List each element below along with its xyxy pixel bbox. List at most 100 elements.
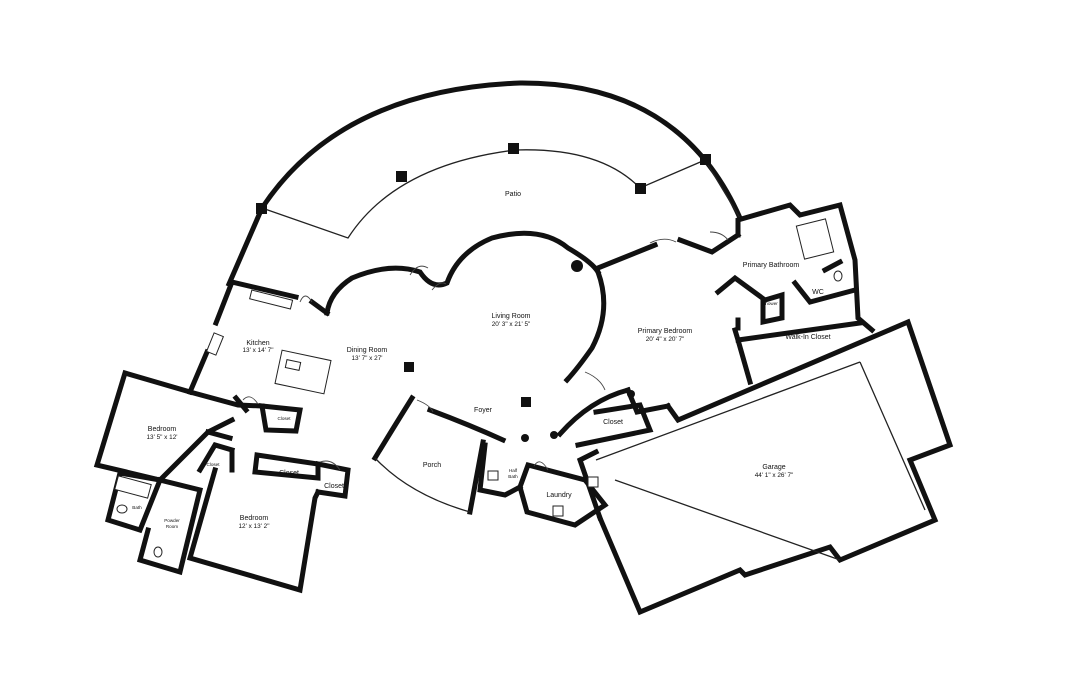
wc-label: WC bbox=[812, 289, 824, 296]
closet-center-walls bbox=[575, 402, 654, 448]
closet-small-label: Closet bbox=[206, 462, 220, 467]
bath-walls bbox=[104, 470, 164, 534]
primary-bedroom-dims: 20' 4" x 20' 7" bbox=[646, 336, 685, 343]
wc-toilet bbox=[833, 270, 843, 282]
powder-room-walls bbox=[136, 476, 204, 576]
garage bbox=[576, 318, 954, 616]
patio-post bbox=[256, 203, 267, 214]
primary-bedroom-north-wall bbox=[594, 231, 742, 272]
patio-post bbox=[508, 143, 519, 154]
patio-label: Patio bbox=[505, 191, 521, 198]
foyer-curve bbox=[556, 386, 632, 438]
patio-post bbox=[700, 154, 711, 165]
foyer-post bbox=[521, 397, 531, 407]
kitchen-range bbox=[205, 332, 225, 356]
kitchen-sink bbox=[284, 359, 302, 371]
walk-in-closet-wall bbox=[731, 320, 863, 386]
primary-suite bbox=[594, 201, 876, 415]
interior-walls bbox=[186, 230, 635, 515]
dining-room-dims: 13' 7" x 27' bbox=[351, 355, 382, 362]
half-bath-sink bbox=[487, 470, 499, 481]
bath-tub bbox=[114, 475, 152, 499]
door-swing bbox=[409, 265, 429, 276]
door-swing bbox=[416, 399, 434, 413]
door-swing bbox=[709, 231, 729, 241]
foyer-column bbox=[521, 434, 529, 442]
closet-kitchen-label: Closet bbox=[277, 416, 291, 421]
bedroom1-dims: 13' 5" x 12' bbox=[146, 434, 177, 441]
bedroom2-walls bbox=[186, 449, 322, 594]
shower-label: Shower bbox=[762, 301, 778, 306]
living-room-label: Living Room bbox=[492, 313, 531, 320]
kitchen-label: Kitchen bbox=[246, 340, 269, 347]
living-east-wall bbox=[563, 268, 607, 384]
porch-outer-arc bbox=[374, 457, 471, 513]
wc-walls bbox=[791, 258, 859, 305]
closet-corner-walls bbox=[315, 461, 351, 499]
powder-room-label-2: Room bbox=[166, 524, 178, 529]
primary-bath-inner bbox=[714, 274, 785, 331]
kitchen-dims: 13' x 14' 7" bbox=[242, 347, 273, 354]
dining-room-label: Dining Room bbox=[347, 347, 388, 354]
west-wing bbox=[93, 369, 351, 594]
living-north-wall bbox=[324, 230, 602, 316]
garage-west-wall bbox=[576, 448, 604, 522]
laundry-walls bbox=[517, 462, 609, 528]
closet-kitchen-walls bbox=[232, 394, 303, 434]
bath-label: Bath bbox=[132, 505, 142, 510]
garage-inner-line bbox=[595, 361, 926, 561]
foyer-post bbox=[404, 362, 414, 372]
porch-east-wall bbox=[467, 439, 486, 515]
closet-hall-walls bbox=[252, 452, 321, 481]
living-column bbox=[571, 260, 583, 272]
kitchen-west-wall bbox=[186, 278, 236, 396]
bedroom2-label: Bedroom bbox=[240, 515, 269, 522]
half-bath-label-2: Bath bbox=[508, 474, 518, 479]
foyer-column bbox=[550, 431, 558, 439]
door-swing bbox=[299, 295, 313, 303]
closet-corner-label: Closet bbox=[324, 483, 344, 490]
service-rooms bbox=[477, 402, 654, 528]
garage-dims: 44' 1" x 26' 7" bbox=[755, 472, 794, 479]
patio-outer-arc bbox=[225, 80, 744, 288]
porch-label: Porch bbox=[423, 462, 441, 469]
laundry-label: Laundry bbox=[546, 492, 572, 499]
door-swing bbox=[533, 461, 549, 471]
kitchen-island bbox=[274, 349, 332, 395]
door-swing bbox=[431, 282, 447, 291]
bedroom1-label: Bedroom bbox=[148, 426, 177, 433]
bedroom2-dims: 12' x 13' 2" bbox=[238, 523, 269, 530]
laundry-dryer bbox=[552, 505, 564, 517]
powder-toilet bbox=[153, 546, 163, 558]
garage-outer-wall bbox=[596, 318, 954, 616]
door-swing bbox=[649, 238, 677, 244]
patio-post bbox=[635, 183, 646, 194]
patio-post bbox=[396, 171, 407, 182]
porch-inner-arc bbox=[426, 406, 507, 444]
foyer-west-wall bbox=[371, 394, 416, 462]
kitchen-counter bbox=[249, 289, 294, 310]
half-bath-label-1: Half bbox=[509, 468, 518, 473]
door-swings bbox=[242, 231, 729, 471]
closet-hall-label: Closet bbox=[279, 470, 299, 477]
primary-bathroom-label: Primary Bathroom bbox=[743, 262, 800, 269]
primary-bedroom-label: Primary Bedroom bbox=[638, 328, 693, 335]
west-hall-walls bbox=[196, 428, 236, 474]
kitchen-south-wall bbox=[186, 388, 265, 409]
patio-area bbox=[225, 80, 744, 288]
laundry-washer bbox=[587, 476, 599, 488]
primary-bedroom-south-wall bbox=[624, 386, 671, 415]
primary-bath-outer-wall bbox=[735, 201, 876, 334]
kitchen bbox=[205, 289, 332, 434]
door-swing bbox=[242, 396, 259, 405]
kitchen-north-wall bbox=[228, 278, 331, 317]
bath-toilet bbox=[116, 504, 128, 514]
half-bath-walls bbox=[477, 442, 524, 498]
room-labels: Patio Living Room 20' 3" x 21' 5" Primar… bbox=[132, 191, 830, 530]
living-room-dims: 20' 3" x 21' 5" bbox=[492, 321, 531, 328]
door-swing bbox=[584, 371, 606, 391]
walk-in-closet-label: Walk-In Closet bbox=[785, 334, 830, 341]
closet-center-label: Closet bbox=[603, 419, 623, 426]
door-swing bbox=[319, 460, 341, 471]
